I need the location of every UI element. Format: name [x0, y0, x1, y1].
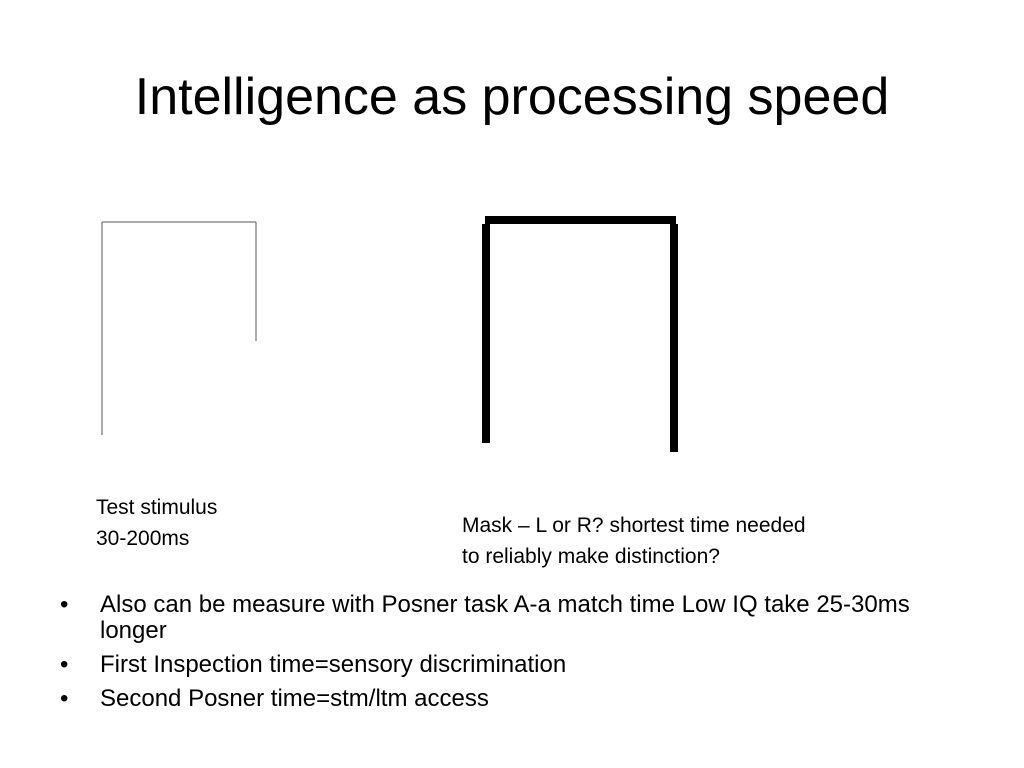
bullet-dot-icon: •: [60, 651, 69, 678]
bullet-dot-icon: •: [60, 591, 69, 618]
bullet-dot-icon: •: [60, 685, 69, 712]
test-stimulus-figure: [101, 221, 257, 435]
bullet-item: • Second Posner time=stm/ltm access: [60, 686, 980, 712]
slide-title: Intelligence as processing speed: [134, 68, 890, 126]
bullet-list: • Also can be measure with Posner task A…: [60, 592, 980, 720]
bullet-item: • First Inspection time=sensory discrimi…: [60, 652, 980, 678]
mask-caption-line1: Mask – L or R? shortest time needed: [462, 514, 806, 537]
mask-caption: Mask – L or R? shortest time needed to r…: [462, 510, 806, 572]
bullet-text: Also can be measure with Posner task A-a…: [100, 591, 910, 644]
stimulus-caption: Test stimulus 30-200ms: [96, 492, 217, 554]
mask-figure: [482, 216, 678, 452]
bullet-text: First Inspection time=sensory discrimina…: [100, 651, 567, 678]
stimulus-caption-line1: Test stimulus: [96, 496, 218, 519]
stimulus-caption-line2: 30-200ms: [96, 527, 190, 550]
mask-caption-line2: to reliably make distinction?: [462, 545, 720, 568]
bullet-item: • Also can be measure with Posner task A…: [60, 592, 980, 644]
bullet-text: Second Posner time=stm/ltm access: [100, 685, 489, 712]
